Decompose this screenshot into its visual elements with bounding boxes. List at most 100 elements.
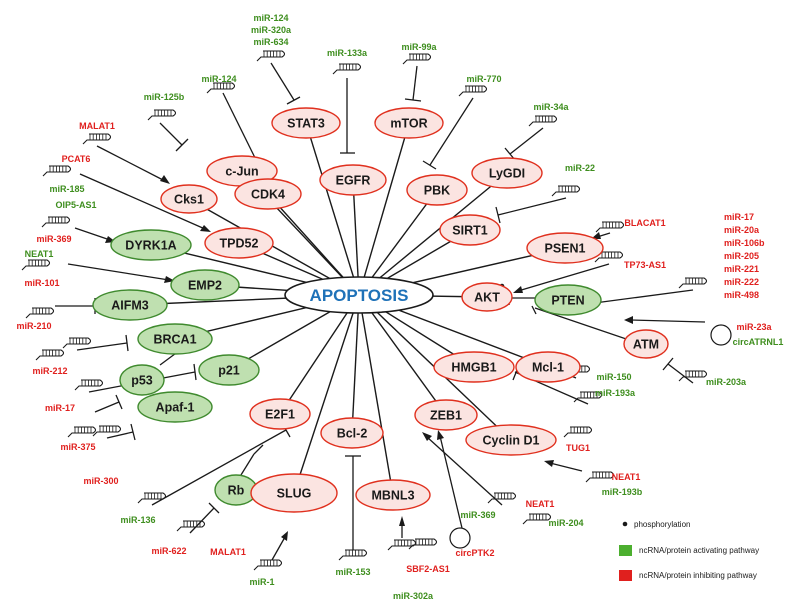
mir23a-label: miR-23a bbox=[736, 322, 772, 332]
node-psen1-ellipse bbox=[526, 232, 604, 264]
right-mir-group-3: miR-106b bbox=[724, 238, 765, 248]
node-mbnl3-ellipse bbox=[355, 479, 431, 511]
node-rb: Rb bbox=[214, 474, 258, 506]
node-cdk4-label: CDK4 bbox=[251, 188, 285, 202]
node-akt-label: AKT bbox=[474, 291, 500, 305]
malat1-bottom-label: MALAT1 bbox=[210, 547, 246, 557]
mir300-label: miR-300 bbox=[83, 476, 118, 486]
node-mtor-ellipse bbox=[374, 107, 444, 139]
node-egfr: EGFR bbox=[319, 164, 387, 196]
legend-inhibiting-label: ncRNA/protein inhibiting pathway bbox=[639, 571, 757, 580]
hairpin-rna-ticks bbox=[42, 350, 60, 356]
circatrnl1-circle-glyph bbox=[710, 324, 732, 346]
node-zeb1: ZEB1 bbox=[414, 399, 478, 431]
node-e2f1-label: E2F1 bbox=[265, 408, 295, 422]
right-mir-group-5: miR-221 bbox=[724, 264, 759, 274]
mir34a-label: miR-34a bbox=[533, 102, 569, 112]
node-hmgb1-ellipse bbox=[433, 351, 515, 383]
hairpin-rna-glyph bbox=[92, 425, 122, 437]
node-mtor-label: mTOR bbox=[390, 117, 427, 131]
mir203a-label: miR-203a bbox=[706, 377, 747, 387]
hairpin-rna-glyph bbox=[678, 370, 708, 382]
hairpin-rna-ticks bbox=[685, 371, 703, 377]
mir193b-label: miR-193b bbox=[602, 487, 643, 497]
node-pten-label: PTEN bbox=[551, 294, 584, 308]
hairpin-rna-glyph bbox=[74, 379, 104, 391]
node-aifm3: AIFM3 bbox=[92, 289, 168, 321]
hairpin-rna-ticks bbox=[32, 308, 50, 314]
hairpin-rna-ticks bbox=[81, 380, 99, 386]
circptk2-circle-glyph bbox=[449, 527, 471, 549]
sbf2as1-label: SBF2-AS1 bbox=[406, 564, 450, 574]
hairpin-rna-ticks bbox=[601, 252, 619, 258]
node-lygdi-ellipse bbox=[471, 157, 543, 189]
hairpin-rna-ticks bbox=[89, 134, 107, 140]
hairpin-rna-ticks bbox=[74, 427, 92, 433]
hairpin-rna-glyph bbox=[332, 63, 362, 75]
hairpin-rna-glyph bbox=[137, 492, 167, 504]
right-mir-group-7: miR-498 bbox=[724, 290, 759, 300]
node-mcl1-label: Mcl-1 bbox=[532, 361, 564, 375]
mir124-group-label-1: miR-124 bbox=[253, 13, 288, 23]
mir99a-label: miR-99a bbox=[401, 42, 437, 52]
hairpin-glyphs bbox=[21, 50, 708, 571]
node-hmgb1: HMGB1 bbox=[433, 351, 515, 383]
mir17-left-label: miR-17 bbox=[45, 403, 75, 413]
node-dyrk1a-ellipse bbox=[110, 229, 192, 261]
node-apaf1: Apaf-1 bbox=[137, 391, 213, 423]
node-sirt1-label: SIRT1 bbox=[452, 224, 487, 238]
hairpin-rna-ticks bbox=[535, 116, 553, 122]
node-slug-label: SLUG bbox=[277, 487, 312, 501]
node-aifm3-label: AIFM3 bbox=[111, 299, 149, 313]
hairpin-rna-glyph bbox=[595, 221, 625, 233]
node-p53: p53 bbox=[119, 364, 165, 396]
node-akt: AKT bbox=[461, 282, 513, 312]
node-egfr-label: EGFR bbox=[336, 174, 371, 188]
mir369-bottom-label: miR-369 bbox=[460, 510, 495, 520]
node-emp2-ellipse bbox=[170, 269, 240, 301]
node-pbk-ellipse bbox=[406, 174, 468, 206]
legend-phosphorylation-label: phosphorylation bbox=[634, 520, 690, 529]
hairpin-rna-glyph bbox=[256, 50, 286, 62]
hairpin-rna-glyph bbox=[21, 259, 51, 271]
node-brca1: BRCA1 bbox=[137, 323, 213, 355]
mir369-left-label: miR-369 bbox=[36, 234, 71, 244]
node-mbnl3-label: MBNL3 bbox=[371, 489, 414, 503]
node-apaf1-label: Apaf-1 bbox=[156, 401, 195, 415]
mir204-label: miR-204 bbox=[548, 518, 583, 528]
node-zeb1-ellipse bbox=[414, 399, 478, 431]
hairpin-rna-ticks bbox=[260, 560, 278, 566]
node-tpd52-ellipse bbox=[204, 227, 274, 259]
hairpin-rna-ticks bbox=[339, 64, 357, 70]
node-emp2: EMP2 bbox=[170, 269, 240, 301]
node-slug-ellipse bbox=[250, 473, 338, 513]
hairpin-rna-glyph bbox=[678, 277, 708, 289]
hairpin-rna-glyph bbox=[206, 82, 236, 94]
legend-inhibiting-swatch bbox=[619, 570, 632, 581]
hairpin-rna-glyph bbox=[35, 349, 65, 361]
node-pbk: PBK bbox=[406, 174, 468, 206]
hairpin-rna-glyph bbox=[67, 426, 97, 438]
hairpin-rna-glyph bbox=[528, 115, 558, 127]
legend-activating-swatch bbox=[619, 545, 632, 556]
hairpin-rna-ticks bbox=[345, 550, 363, 556]
legend-activating-label: ncRNA/protein activating pathway bbox=[639, 546, 759, 555]
node-mcl1: Mcl-1 bbox=[515, 351, 581, 383]
hairpin-rna-glyph bbox=[42, 165, 72, 177]
node-aifm3-ellipse bbox=[92, 289, 168, 321]
hairpin-rna-ticks bbox=[394, 540, 412, 546]
hairpin-rna-ticks bbox=[99, 426, 117, 432]
node-cdk4: CDK4 bbox=[234, 178, 302, 210]
neat1-right-label: NEAT1 bbox=[612, 472, 641, 482]
hairpin-rna-glyph bbox=[458, 85, 488, 97]
node-pten-ellipse bbox=[534, 284, 602, 316]
hairpin-rna-glyph bbox=[41, 216, 71, 228]
hairpin-rna-ticks bbox=[69, 338, 87, 344]
node-apaf1-ellipse bbox=[137, 391, 213, 423]
hairpin-rna-glyph bbox=[573, 391, 603, 403]
hairpin-rna-ticks bbox=[154, 110, 172, 116]
hairpin-rna-ticks bbox=[415, 539, 433, 545]
mir133a-label: miR-133a bbox=[327, 48, 368, 58]
node-pbk-label: PBK bbox=[424, 184, 450, 198]
hairpin-rna-glyph bbox=[253, 559, 283, 571]
